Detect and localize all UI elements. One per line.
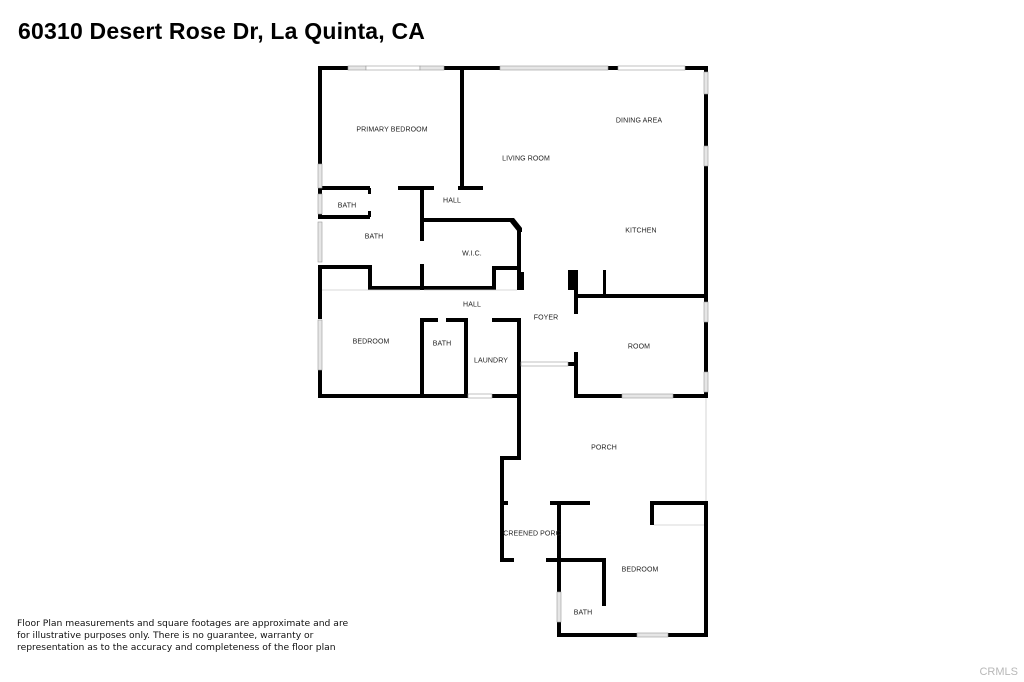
room-label-hall-top: HALL bbox=[443, 197, 461, 205]
room-label-bath-casita: BATH bbox=[573, 609, 593, 617]
room-label-dining-area: DINING AREA bbox=[615, 117, 663, 125]
thin-lines bbox=[322, 289, 707, 526]
room-label-bath-primary: BATH bbox=[364, 233, 384, 241]
room-label-porch: PORCH bbox=[591, 444, 617, 452]
room-label-bath-hall: BATH bbox=[432, 340, 452, 348]
room-label-primary-bedroom: PRIMARY BEDROOM bbox=[356, 126, 428, 134]
room-label-bath-small: BATH bbox=[337, 202, 357, 210]
room-label-living-room: LIVING ROOM bbox=[502, 155, 550, 163]
walls bbox=[318, 66, 708, 637]
room-label-wic: W.I.C. bbox=[462, 250, 482, 258]
room-label-kitchen: KITCHEN bbox=[625, 227, 657, 235]
room-label-room: ROOM bbox=[627, 343, 651, 351]
windows bbox=[317, 65, 709, 638]
room-label-bedroom-left: BEDROOM bbox=[352, 338, 390, 346]
page-title: 60310 Desert Rose Dr, La Quinta, CA bbox=[18, 18, 426, 44]
room-label-hall-middle: HALL bbox=[463, 301, 481, 309]
watermark: CRMLS bbox=[979, 666, 1018, 678]
room-label-screened-porch: CREENED PORC bbox=[503, 530, 561, 538]
disclaimer-text: Floor Plan measurements and square foota… bbox=[17, 618, 349, 653]
room-label-laundry: LAUNDRY bbox=[473, 357, 509, 365]
room-label-bedroom-casita: BEDROOM bbox=[621, 566, 659, 574]
room-label-foyer: FOYER bbox=[533, 314, 559, 322]
